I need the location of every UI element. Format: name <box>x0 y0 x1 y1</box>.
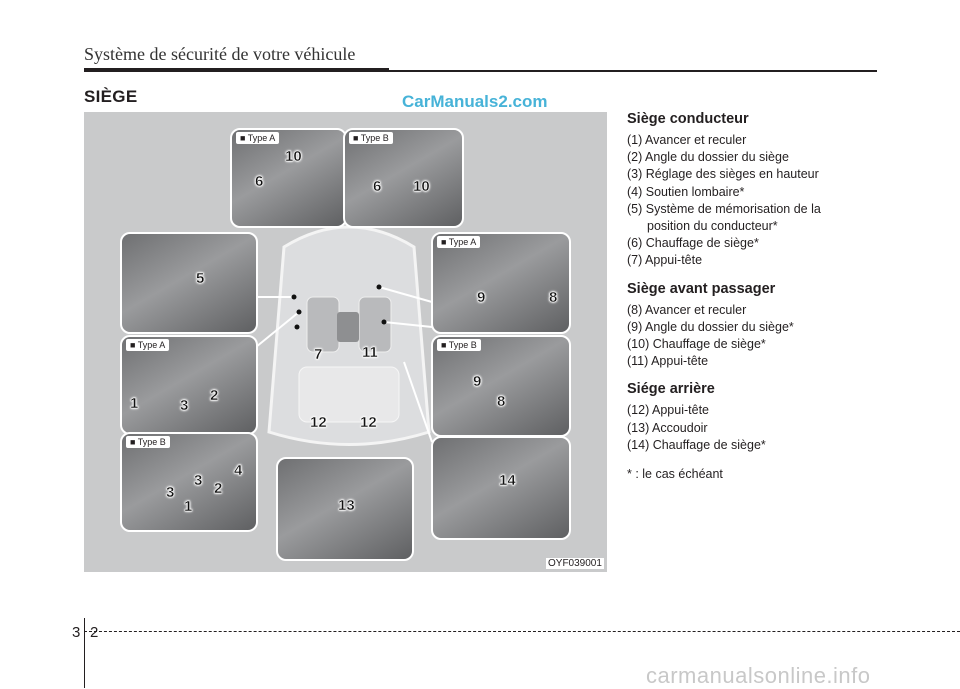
callout-2: 2 <box>210 387 219 404</box>
panel-driver-seat-type-b: ■ Type B 4 3 2 3 1 <box>120 432 258 532</box>
legend-item: (10) Chauffage de siège* <box>627 337 766 352</box>
panel-rear-armrest: 13 <box>276 457 414 561</box>
panel-driver-seat-type-a: ■ Type A 1 3 2 <box>120 335 258 435</box>
legend-item: (11) Appui-tête <box>627 354 709 369</box>
type-b-label: ■ Type B <box>126 436 170 448</box>
callout-6: 6 <box>255 173 264 190</box>
type-a-label: ■ Type A <box>437 236 481 248</box>
panel-passenger-seat-type-b: ■ Type B 9 8 <box>431 335 571 437</box>
panel-memory-buttons: 5 <box>120 232 258 334</box>
car-outline <box>255 151 433 446</box>
footer-rule <box>84 618 85 688</box>
callout-10: 10 <box>413 178 430 195</box>
legend-item: (4) Soutien lombaire* <box>627 184 745 199</box>
legend-item: (13) Accoudoir <box>627 420 708 435</box>
legend-item: (7) Appui-tête <box>627 253 703 268</box>
chapter-number: 3 <box>72 624 81 641</box>
callout-3: 3 <box>194 472 203 489</box>
section-title: SIÈGE <box>84 87 138 106</box>
callout-7: 7 <box>314 346 323 363</box>
driver-seat-heading: Siège conducteur <box>627 111 749 127</box>
callout-5: 5 <box>196 270 205 287</box>
passenger-seat-heading: Siège avant passager <box>627 280 776 297</box>
callout-13: 13 <box>338 497 355 514</box>
type-a-label: ■ Type A <box>126 339 170 351</box>
legend-item: (1) Avancer et reculer <box>627 133 747 147</box>
legend-item: (6) Chauffage de siège* <box>627 236 759 251</box>
legend-item: (12) Appui-tête <box>627 403 709 418</box>
callout-9: 9 <box>473 373 482 390</box>
callout-4: 4 <box>234 462 243 479</box>
legend-item: (9) Angle du dossier du siège* <box>627 319 794 334</box>
panel-rear-heat-switch: 14 <box>431 436 571 540</box>
callout-12: 12 <box>360 414 377 431</box>
page-number: 2 <box>90 624 99 641</box>
legend-item: (14) Chauffage de siège* <box>627 437 766 452</box>
panel-heat-switch-type-a: ■ Type A 10 6 <box>230 128 347 228</box>
legend-item: (8) Avancer et reculer <box>627 302 747 317</box>
watermark-link[interactable]: CarManuals2.com <box>402 92 548 111</box>
legend-item: (2) Angle du dossier du siège <box>627 150 789 165</box>
legend-item: (5) Système de mémorisation de la positi… <box>627 201 887 235</box>
type-a-label: ■ Type A <box>236 132 280 144</box>
callout-11: 11 <box>362 344 378 361</box>
callout-8: 8 <box>549 289 558 306</box>
callout-3: 3 <box>166 484 175 501</box>
callout-12: 12 <box>310 414 327 431</box>
panel-passenger-seat-type-a: ■ Type A 9 8 <box>431 232 571 334</box>
callout-2: 2 <box>214 480 223 497</box>
legend-item-line: (5) Système de mémorisation de la <box>627 201 821 216</box>
callout-8: 8 <box>497 393 506 410</box>
rear-seat-heading: Siége arrière <box>627 381 715 398</box>
callout-6: 6 <box>373 178 382 195</box>
footnote: * : le cas échéant <box>627 467 723 482</box>
type-b-label: ■ Type B <box>349 132 393 144</box>
callout-1: 1 <box>184 498 193 515</box>
callout-14: 14 <box>499 472 516 489</box>
seat-illustration: ■ Type A 10 6 ■ Type B 6 10 5 ■ Type A 1… <box>84 112 607 572</box>
header-rule <box>84 68 389 72</box>
legend-item-continuation: position du conducteur* <box>647 219 778 234</box>
seat-legend: Siège conducteur (1) Avancer et reculer … <box>627 110 887 481</box>
panel-heat-switch-type-b: ■ Type B 6 10 <box>343 128 464 228</box>
callout-1: 1 <box>130 395 139 412</box>
callout-3: 3 <box>180 397 189 414</box>
figure-code: OYF039001 <box>546 558 604 569</box>
footer-brand-watermark: carmanualsonline.info <box>646 663 871 688</box>
callout-10: 10 <box>285 148 302 165</box>
legend-item: (3) Réglage des sièges en hauteur <box>627 167 819 182</box>
callout-9: 9 <box>477 289 486 306</box>
header-rule-thin <box>389 70 877 72</box>
footer-dashed-rule <box>84 631 960 632</box>
running-header: Système de sécurité de votre véhicule <box>84 44 356 64</box>
type-b-label: ■ Type B <box>437 339 481 351</box>
